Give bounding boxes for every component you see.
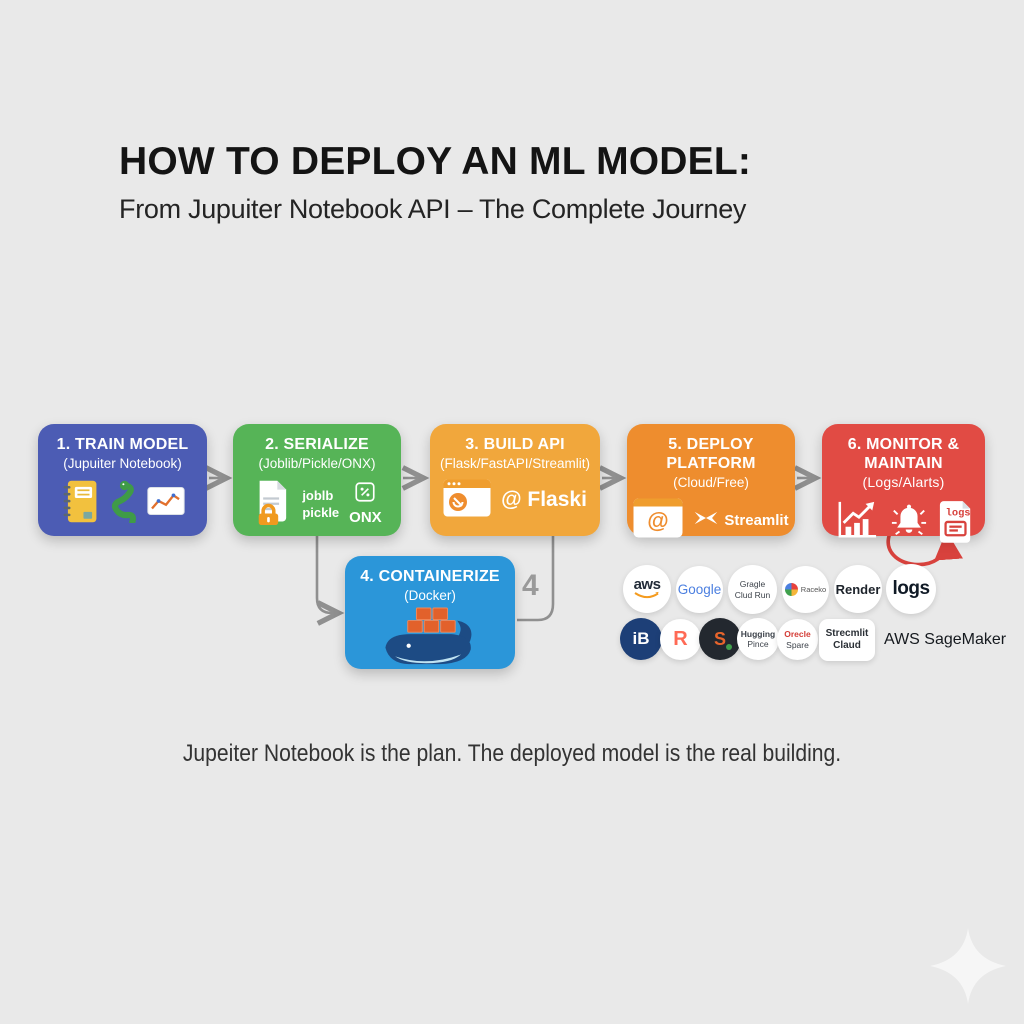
step-icons: @ Flaski: [430, 479, 600, 522]
step-subtitle: (Jupuiter Notebook): [63, 455, 182, 471]
step-train-model: 1. TRAIN MODEL (Jupuiter Notebook): [38, 424, 207, 536]
growth-chart-icon: [834, 500, 880, 547]
streamlit-icon: [693, 510, 719, 531]
r-logo-text: R: [673, 628, 688, 650]
step-deploy-platform: 5. DEPLOY PLATFORM (Cloud/Free) @ Stream…: [627, 424, 795, 538]
step-subtitle: (Joblib/Pickle/ONX): [258, 455, 376, 471]
header: HOW TO DEPLOY AN ML MODEL: From Jupuiter…: [119, 140, 939, 225]
monitor-title-line2: MAINTAIN: [864, 454, 943, 472]
streamlit-group: Streamlit: [693, 510, 789, 531]
step-subtitle: (Cloud/Free): [673, 474, 749, 490]
logs-file-label: logs: [945, 507, 970, 519]
step-icons: joblb pickle ONX: [233, 479, 401, 530]
raceko-text: Raceko: [800, 585, 827, 594]
oracle-line1: Orecle: [784, 629, 811, 640]
monitor-title-suffix: (Logs/Alarts): [862, 473, 945, 490]
joblib-label: joblb: [302, 487, 334, 503]
render-logo: Render: [834, 565, 882, 613]
branch-number-label: 4: [522, 569, 539, 602]
branch-build-containerize: [517, 536, 555, 622]
aws-logo: aws: [623, 565, 671, 613]
at-card-icon: @: [633, 498, 683, 543]
step-icons: logs: [822, 499, 985, 548]
cloud-run-line2: Clud Run: [734, 589, 771, 600]
cloud-run-line1: Gragle: [739, 579, 766, 590]
step-containerize: 4. CONTAINERIZE (Docker): [345, 556, 515, 669]
step-title: 2. SERIALIZE: [265, 436, 369, 453]
raceko-icon: [784, 583, 798, 596]
aws-smile-icon: [634, 592, 659, 599]
sagemaker-label: AWS SageMaker: [884, 631, 1007, 648]
aws-logo-text: aws: [633, 575, 661, 593]
google-logo-text: Google: [677, 582, 722, 597]
metrics-chart-icon: [146, 487, 185, 520]
step-title: 5. DEPLOY PLATFORM: [666, 436, 756, 472]
python-icon: [109, 479, 137, 528]
step-icons: [345, 607, 515, 674]
step-icons: [38, 479, 207, 529]
monitor-title-line1: 6. MONITOR &: [847, 436, 960, 453]
ib-logo-text: iB: [632, 629, 650, 648]
google-logo: Google: [676, 566, 723, 613]
streamlit-cloud-line1: Strecmlit: [825, 627, 869, 639]
step-subtitle: (Flask/FastAPI/Streamlit): [439, 455, 591, 471]
ib-logo: iB: [620, 618, 662, 660]
branch-serialize-containerize: [315, 536, 345, 626]
logs-file-icon: logs: [938, 499, 974, 548]
hugging-line2: Pince: [747, 639, 769, 649]
quote-text: Jupeiter Notebook is the plan. The deplo…: [182, 740, 842, 767]
streamlit-label: Streamlit: [724, 511, 789, 529]
pickle-label: pickle: [302, 505, 340, 521]
r-logo: R: [660, 619, 701, 660]
s-logo-text: S: [713, 628, 726, 649]
document-lock-icon: [252, 479, 292, 530]
streamlit-cloud-line2: Claud: [833, 640, 861, 651]
svg-text:@: @: [648, 508, 669, 533]
raceko-row: Raceko: [784, 583, 827, 596]
step-serialize: 2. SERIALIZE (Joblib/Pickle/ONX) joblb p…: [233, 424, 401, 536]
oracle-line2: Spare: [786, 639, 809, 650]
hugging-face-logo: Hugging Pince: [737, 618, 779, 660]
cloud-run-logo: Gragle Clud Run: [728, 565, 777, 614]
browser-window-icon: [443, 479, 491, 522]
step-title: 1. TRAIN MODEL: [56, 436, 189, 453]
onx-label: ONX: [349, 508, 382, 526]
bell-alert-icon: [890, 502, 928, 545]
step-subtitle: (Docker): [404, 587, 456, 603]
page-title: HOW TO DEPLOY AN ML MODEL:: [119, 140, 752, 183]
step-title: 3. BUILD API: [465, 436, 565, 453]
logs-badge-text: logs: [892, 578, 930, 599]
s-logo-dot: [726, 644, 732, 650]
serialize-tool-labels: joblb pickle: [302, 488, 339, 521]
notebook-icon: [61, 479, 99, 529]
logs-badge: logs: [886, 564, 936, 614]
colorful-s-logo: S: [699, 618, 741, 660]
step-title: 4. CONTAINERIZE: [360, 568, 500, 585]
docker-whale-icon: [371, 607, 489, 674]
step-monitor-maintain: 6. MONITOR & MAINTAIN (Logs/Alarts): [822, 424, 985, 543]
flask-label: @ Flaski: [501, 488, 587, 512]
page-subtitle: From Jupuiter Notebook API – The Complet…: [119, 194, 747, 224]
streamlit-cloud-badge: Strecmlit Claud: [819, 619, 875, 661]
onx-group: ONX: [349, 482, 382, 527]
onx-icon: [355, 482, 376, 507]
render-logo-text: Render: [835, 581, 881, 597]
step-title: 6. MONITOR & MAINTAIN (Logs/Alarts): [822, 436, 985, 493]
sparkle-icon: [930, 928, 1006, 1004]
step-icons: @ Streamlit: [627, 498, 795, 543]
hugging-line1: Hugging: [740, 628, 776, 639]
step-build-api: 3. BUILD API (Flask/FastAPI/Streamlit) @…: [430, 424, 600, 536]
oracle-logo: Orecle Spare: [777, 619, 818, 660]
raceko-logo: Raceko: [782, 566, 829, 613]
